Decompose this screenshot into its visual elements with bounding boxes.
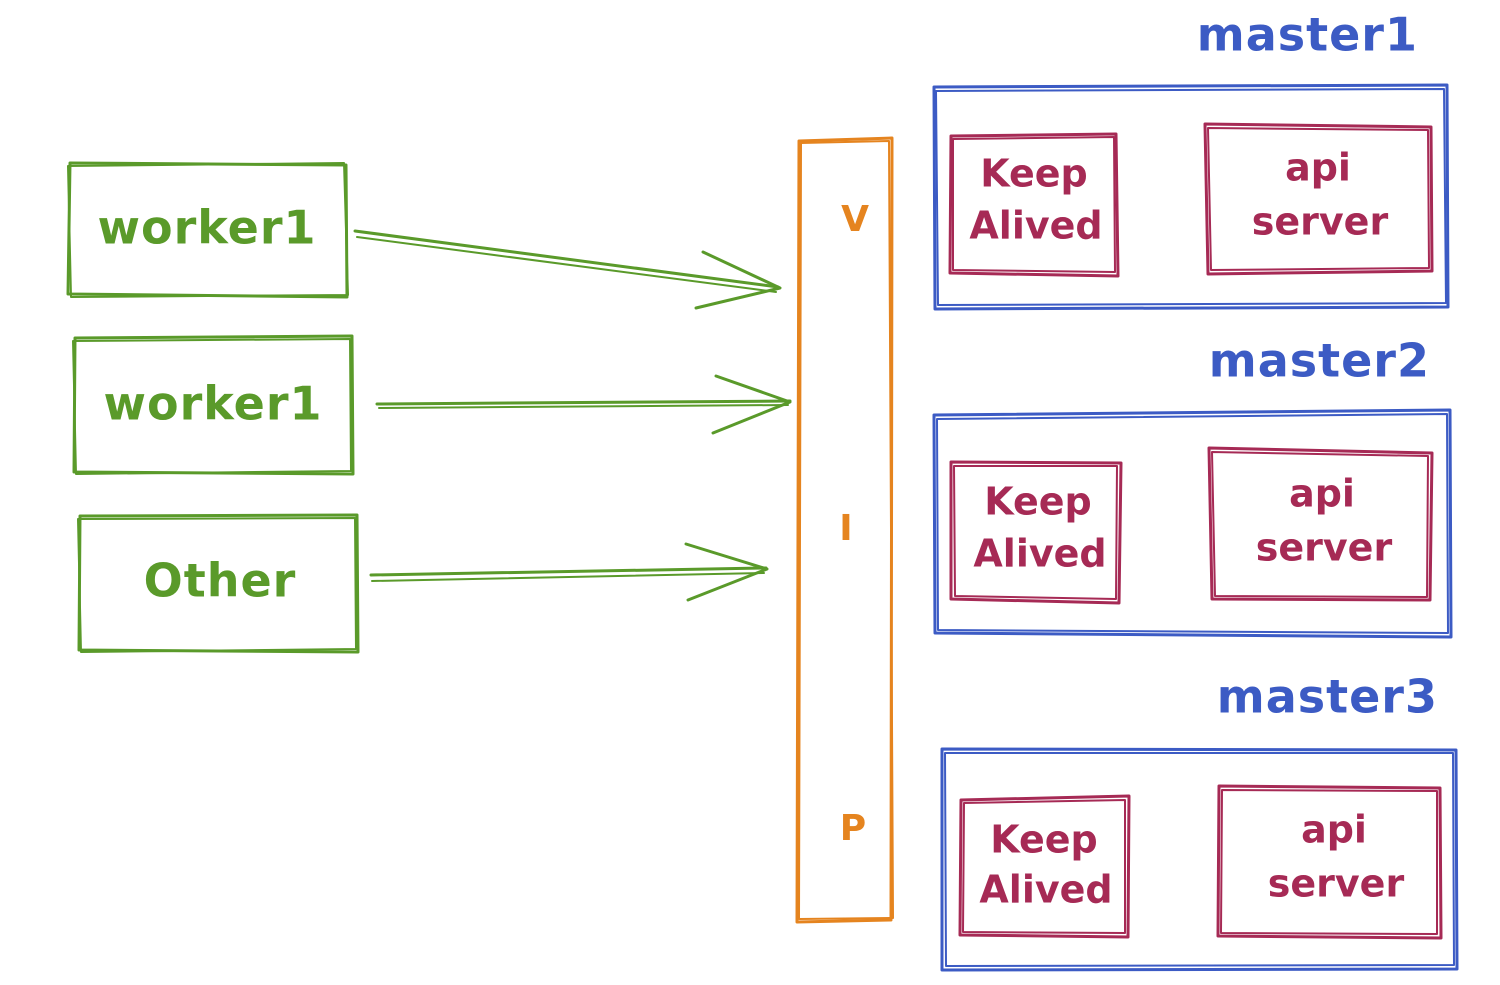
- apiserver-line-2: server: [1252, 200, 1389, 244]
- arrow-worker1-b-to-vip: [375, 374, 792, 435]
- master-title: master1: [1197, 8, 1418, 62]
- master2-group: master2 Keep Alived api server: [932, 334, 1453, 639]
- vip-letter-i: I: [839, 508, 852, 549]
- master1-group: master1 Keep Alived api server: [932, 8, 1450, 311]
- vip-letter-v: V: [841, 199, 869, 240]
- apiserver-box: api server: [1203, 122, 1434, 276]
- client-label: Other: [144, 554, 297, 608]
- client-worker1-b: worker1: [72, 334, 355, 476]
- master-title: master2: [1209, 334, 1430, 388]
- keepalived-box: Keep Alived: [949, 460, 1123, 605]
- keepalived-line-2: Alived: [969, 204, 1102, 248]
- master3-group: master3 Keep Alived api server: [940, 670, 1459, 972]
- keepalived-line-1: Keep: [984, 480, 1092, 524]
- keepalived-box: Keep Alived: [958, 794, 1131, 939]
- client-label: worker1: [97, 201, 316, 255]
- vip-letter-p: P: [840, 808, 866, 849]
- vip-bar: V I P: [795, 136, 894, 924]
- apiserver-line-1: api: [1289, 472, 1355, 516]
- client-worker1-a: worker1: [66, 161, 349, 299]
- keepalived-line-1: Keep: [990, 818, 1098, 862]
- keepalived-line-2: Alived: [973, 532, 1106, 576]
- apiserver-line-2: server: [1256, 526, 1393, 570]
- apiserver-line-1: api: [1285, 146, 1351, 190]
- master-title: master3: [1217, 670, 1438, 724]
- arrow-worker1-a-to-vip: [353, 229, 782, 310]
- apiserver-box: api server: [1216, 784, 1443, 940]
- apiserver-line-1: api: [1301, 808, 1367, 852]
- arrow-other-to-vip: [369, 542, 769, 602]
- client-label: worker1: [103, 377, 322, 431]
- keepalived-line-1: Keep: [980, 152, 1088, 196]
- keepalived-box: Keep Alived: [948, 132, 1120, 278]
- client-other: Other: [77, 513, 360, 654]
- apiserver-box: api server: [1207, 446, 1434, 602]
- apiserver-line-2: server: [1268, 862, 1405, 906]
- keepalived-line-2: Alived: [979, 868, 1112, 912]
